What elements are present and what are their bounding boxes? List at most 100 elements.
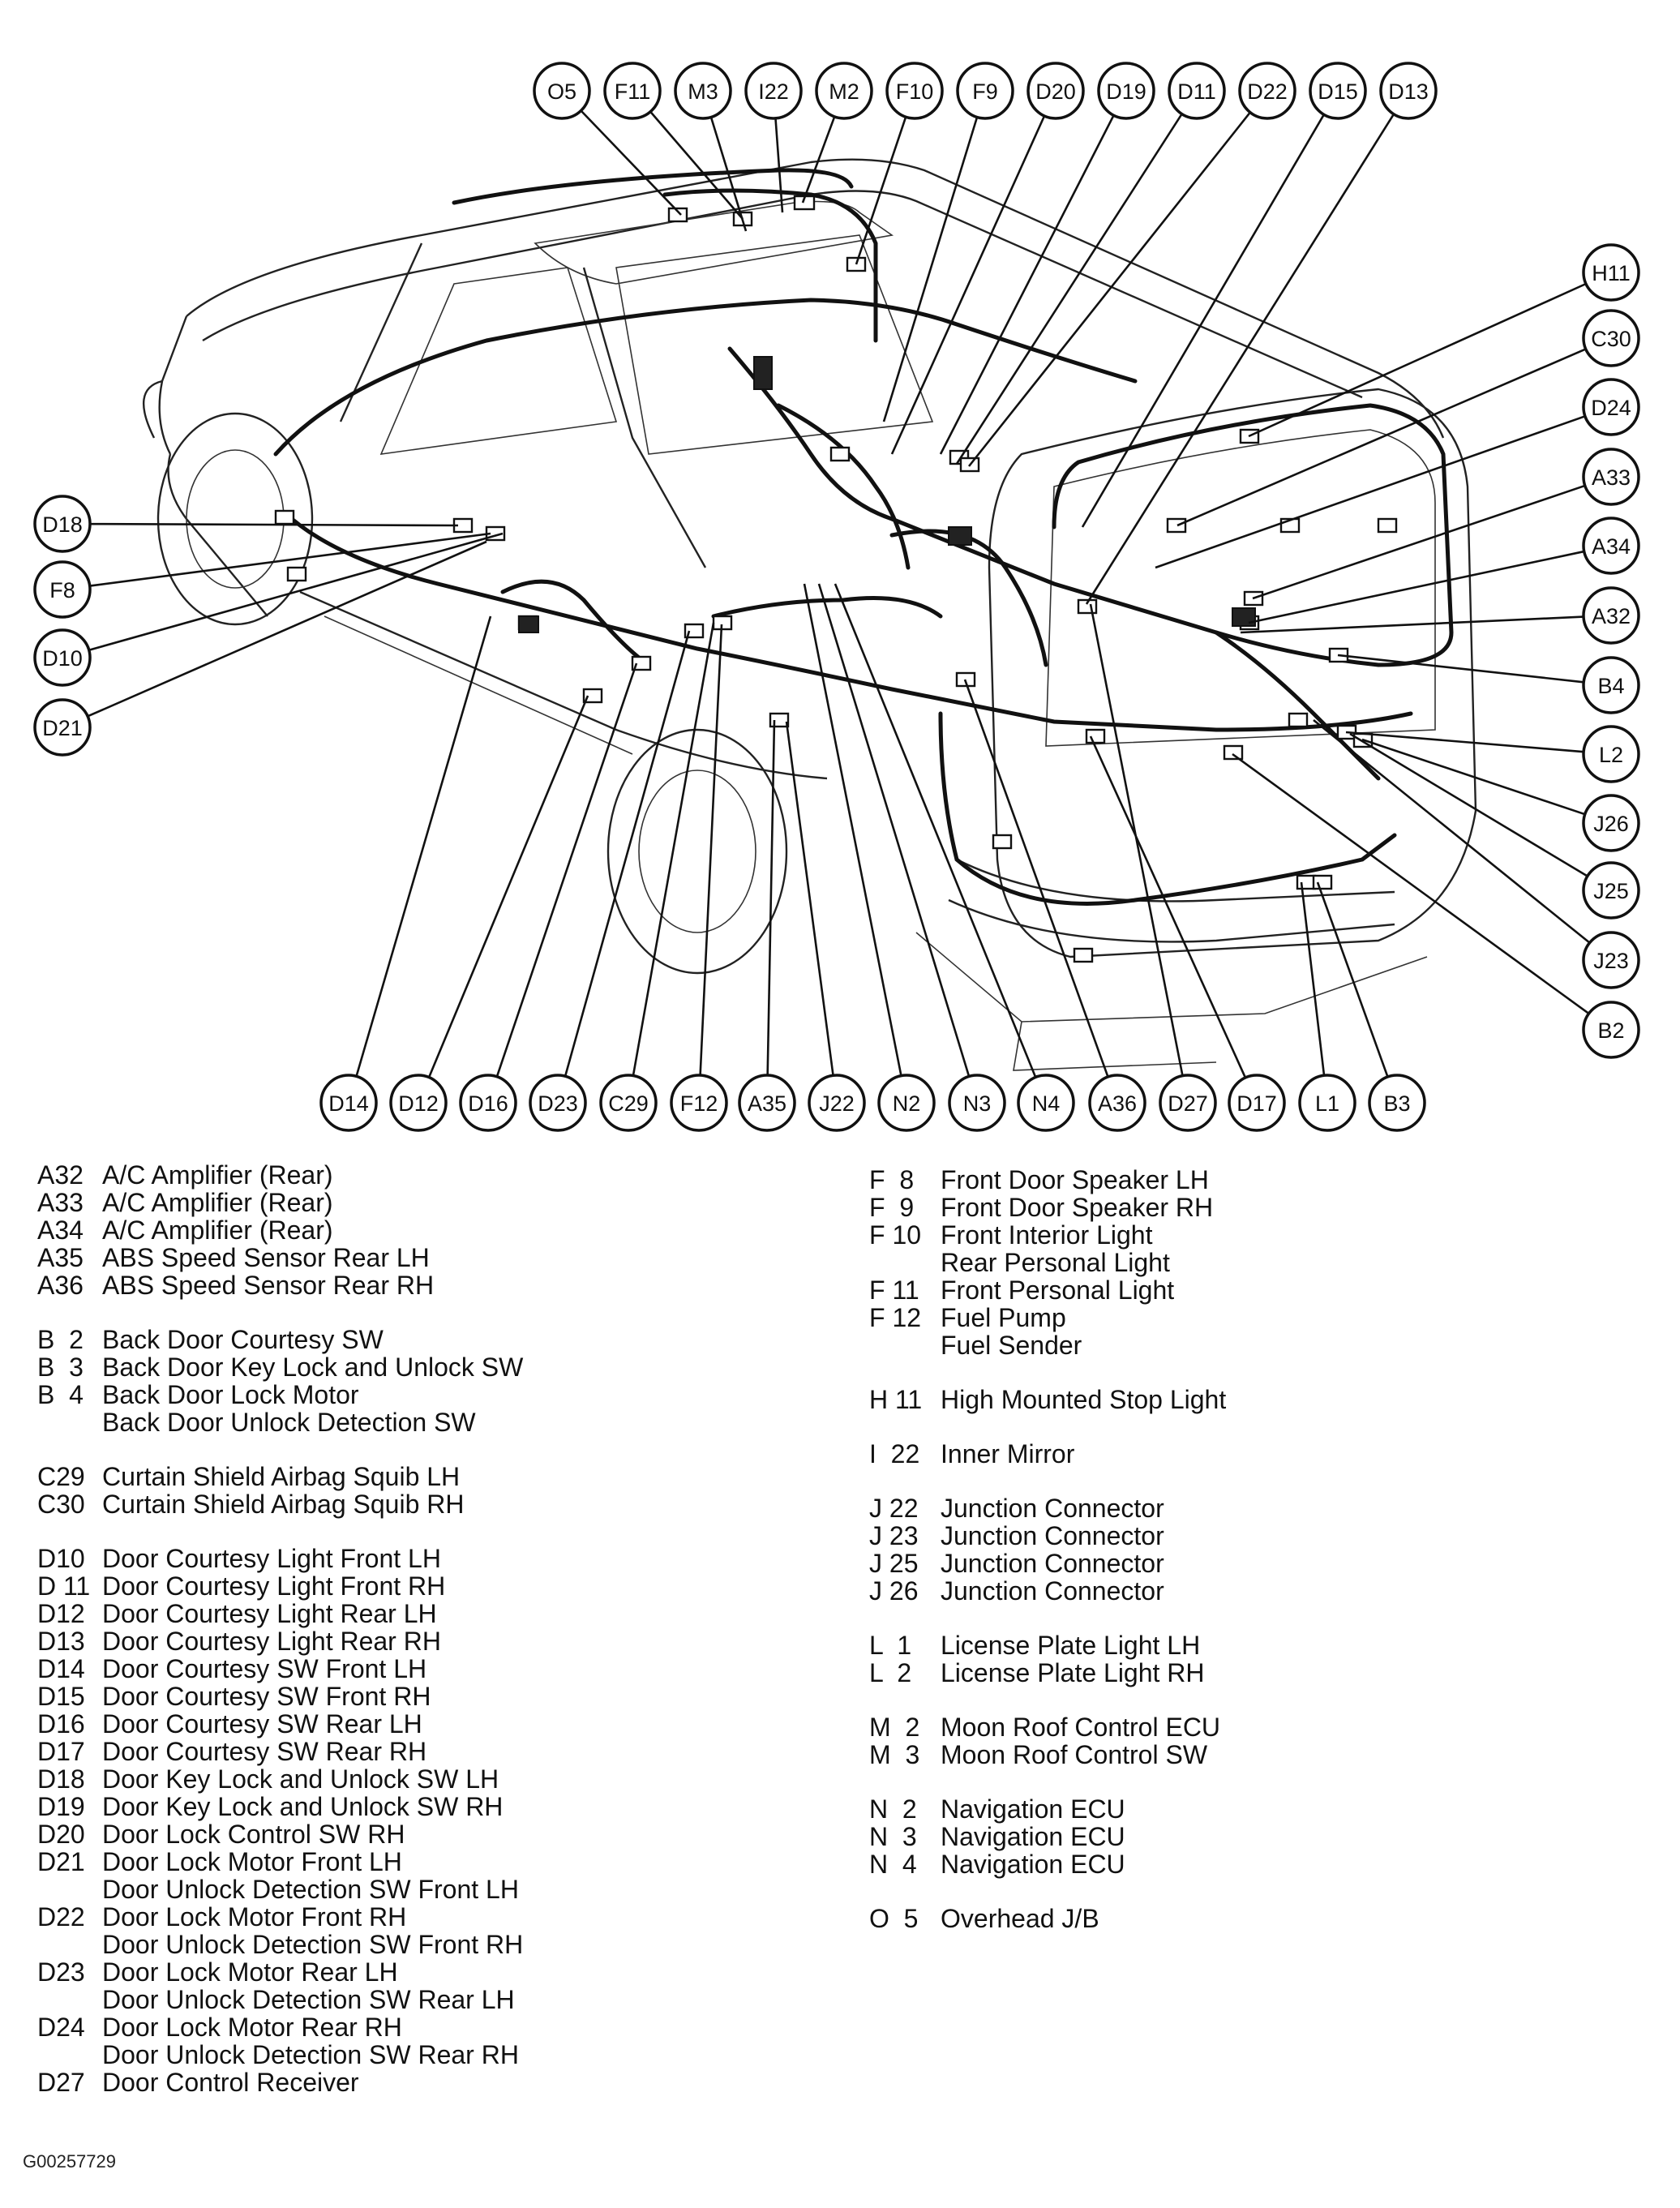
legend-description: Back Door Key Lock and Unlock SW bbox=[102, 1353, 523, 1381]
legend-description-line: Door Courtesy SW Rear RH bbox=[102, 1737, 427, 1766]
legend-description-line: License Plate Light LH bbox=[941, 1631, 1201, 1660]
legend-code: D19 bbox=[37, 1792, 85, 1821]
callout-circle bbox=[459, 1074, 517, 1132]
callout-label: B2 bbox=[1597, 1018, 1624, 1043]
legend-code: N 2 bbox=[869, 1794, 917, 1824]
callout-label: L2 bbox=[1599, 743, 1623, 767]
leader-line-f10 bbox=[855, 116, 907, 265]
legend-code: D24 bbox=[37, 2013, 85, 2042]
legend-code: F 9 bbox=[869, 1193, 915, 1222]
leader-line-d12 bbox=[427, 695, 589, 1078]
callout-a35: A35 bbox=[738, 1074, 796, 1132]
legend-description: Door Courtesy Light Front RH bbox=[102, 1572, 445, 1600]
leader-line-b3 bbox=[1316, 881, 1389, 1078]
legend-description: Front Door Speaker RH bbox=[941, 1194, 1213, 1221]
callout-d19: D19 bbox=[1097, 62, 1155, 120]
legend-description-line: Back Door Courtesy SW bbox=[102, 1325, 384, 1354]
callout-circle bbox=[1582, 794, 1640, 852]
callout-circle bbox=[744, 62, 803, 120]
callout-label: O5 bbox=[547, 79, 576, 104]
callout-m3: M3 bbox=[674, 62, 732, 120]
legend-entry: D19 Door Key Lock and Unlock SW RH bbox=[37, 1793, 523, 1820]
figure-id: G00257729 bbox=[23, 2151, 116, 2172]
leader-lines bbox=[87, 109, 1591, 1078]
leader-line-f8 bbox=[89, 532, 491, 587]
callout-label: D24 bbox=[1591, 396, 1631, 420]
callout-j25: J25 bbox=[1582, 861, 1640, 920]
callout-d18: D18 bbox=[33, 495, 92, 553]
callout-d16: D16 bbox=[459, 1074, 517, 1132]
legend-description-line: A/C Amplifier (Rear) bbox=[102, 1215, 333, 1245]
leader-line-f9 bbox=[882, 117, 979, 422]
callout-label: A33 bbox=[1592, 465, 1631, 490]
callout-label: D19 bbox=[1106, 79, 1146, 104]
callout-d12: D12 bbox=[389, 1074, 448, 1132]
callout-d10: D10 bbox=[33, 628, 92, 687]
callout-label: D14 bbox=[328, 1091, 369, 1116]
legend-code: A33 bbox=[37, 1188, 84, 1217]
leader-line-i22 bbox=[774, 118, 784, 213]
legend-description-line: Door Unlock Detection SW Rear RH bbox=[102, 2040, 519, 2069]
legend-code: B 2 bbox=[37, 1325, 84, 1354]
legend-description: Moon Roof Control ECU bbox=[941, 1713, 1220, 1741]
callout-circle bbox=[1582, 243, 1640, 302]
callout-circle bbox=[674, 62, 732, 120]
legend-description-line: Door Courtesy Light Front LH bbox=[102, 1544, 441, 1573]
legend-description-line: A/C Amplifier (Rear) bbox=[102, 1160, 333, 1190]
legend-description-line: Door Lock Control SW RH bbox=[102, 1820, 405, 1849]
callout-label: F11 bbox=[615, 79, 651, 104]
legend-description: Navigation ECU bbox=[941, 1795, 1125, 1823]
legend-description: License Plate Light RH bbox=[941, 1659, 1205, 1687]
legend-code: C29 bbox=[37, 1462, 85, 1491]
callout-b4: B4 bbox=[1582, 656, 1640, 714]
legend-description: Curtain Shield Airbag Squib LH bbox=[102, 1463, 460, 1490]
legend-description-line: Door Key Lock and Unlock SW LH bbox=[102, 1764, 499, 1794]
legend-description: Door Key Lock and Unlock SW RH bbox=[102, 1793, 503, 1820]
legend-code: I 22 bbox=[869, 1439, 920, 1468]
callout-label: A36 bbox=[1098, 1091, 1137, 1116]
leader-line-h11 bbox=[1248, 282, 1587, 438]
callout-label: I22 bbox=[758, 79, 789, 104]
leader-line-d23 bbox=[564, 630, 691, 1077]
callout-circle bbox=[1017, 1074, 1075, 1132]
callout-l2: L2 bbox=[1582, 725, 1640, 783]
legend-description-line: Junction Connector bbox=[941, 1494, 1164, 1523]
legend-description: Junction Connector bbox=[941, 1577, 1164, 1605]
callout-circle bbox=[1228, 1074, 1286, 1132]
callout-circle bbox=[1582, 448, 1640, 506]
leader-line-j26 bbox=[1361, 738, 1586, 816]
legend-code: D 11 bbox=[37, 1571, 91, 1601]
callout-circle bbox=[738, 1074, 796, 1132]
callout-circle bbox=[319, 1074, 378, 1132]
callout-d21: D21 bbox=[33, 698, 92, 757]
legend-code: D22 bbox=[37, 1902, 85, 1931]
legend-description: A/C Amplifier (Rear) bbox=[102, 1189, 333, 1216]
legend-description-line: Door Unlock Detection SW Rear LH bbox=[102, 1985, 515, 2014]
legend-code: A36 bbox=[37, 1271, 84, 1300]
